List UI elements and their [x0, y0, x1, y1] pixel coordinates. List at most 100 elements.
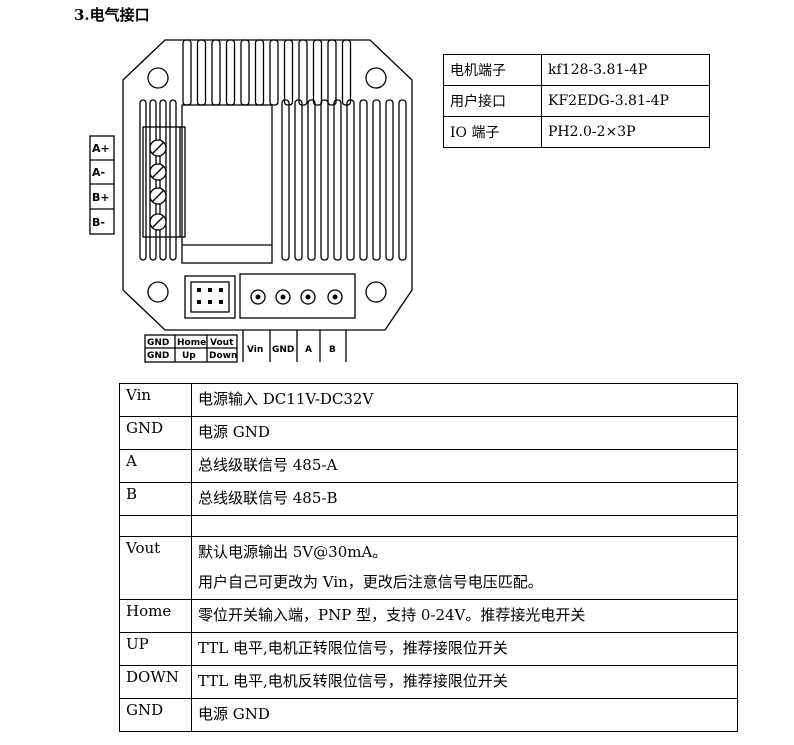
- pin-name: [119, 515, 192, 537]
- user-pin-label: B: [329, 345, 336, 355]
- pin-row: DOWN TTL 电平,电机反转限位信号，推荐接限位开关: [119, 665, 738, 699]
- pin-description-line: TTL 电平,电机反转限位信号，推荐接限位开关: [198, 672, 508, 690]
- io-label: Down: [209, 351, 237, 361]
- spec-value: KF2EDG-3.81-4P: [541, 85, 710, 117]
- io-pin: [197, 288, 201, 292]
- io-pin: [208, 288, 212, 292]
- motor-pin-label: A-: [92, 166, 105, 179]
- heatsink-fin: [341, 39, 352, 106]
- io-label: Up: [182, 351, 196, 361]
- io-label: GND: [147, 351, 169, 361]
- io-pin: [219, 288, 223, 292]
- user-terminal-block: [239, 273, 356, 319]
- pin-row: GND 电源 GND: [119, 416, 738, 450]
- heatsink-fin: [139, 99, 147, 261]
- heatsink-fin: [372, 99, 381, 261]
- pin-description-line: 电源 GND: [198, 423, 270, 441]
- heatsink-fin: [269, 39, 279, 106]
- heatsink-fin: [240, 39, 250, 106]
- heatsink-fin: [346, 99, 355, 261]
- heatsink-core: [181, 104, 273, 264]
- pin-description-line: 总线级联信号 485-B: [198, 489, 338, 507]
- heatsink-fin: [359, 99, 368, 261]
- pin-description: 电源 GND: [191, 416, 738, 450]
- heatsink-fin: [312, 39, 323, 106]
- io-label: Home: [177, 338, 206, 348]
- pin-row: B 总线级联信号 485-B: [119, 482, 738, 516]
- heatsink-fin: [211, 39, 221, 106]
- motor-pin-label: B-: [92, 216, 105, 229]
- mount-hole: [147, 67, 169, 89]
- heatsink-fin: [307, 99, 316, 261]
- pin-description: 总线级联信号 485-B: [191, 482, 738, 516]
- pin-name: B: [119, 482, 192, 516]
- user-pin-label: Vin: [247, 345, 263, 355]
- pin-name: GND: [119, 416, 192, 450]
- pin-name: Home: [119, 599, 192, 633]
- pin-description: TTL 电平,电机反转限位信号，推荐接限位开关: [191, 665, 738, 699]
- pin-description: [191, 515, 738, 537]
- spec-value: kf128-3.81-4P: [541, 54, 710, 86]
- pin-name: DOWN: [119, 665, 192, 699]
- heatsink-fin: [283, 39, 294, 106]
- heatsink-fins-side: [139, 99, 407, 261]
- pin-name: GND: [119, 698, 192, 732]
- io-pin: [197, 300, 201, 304]
- user-terminal-screws: [250, 289, 343, 305]
- io-header-pins: [197, 288, 223, 304]
- mount-hole: [365, 281, 387, 303]
- pin-description-line: 总线级联信号 485-A: [198, 456, 338, 474]
- motor-terminal-block: [142, 126, 186, 238]
- pin-description: 零位开关输入端，PNP 型，支持 0-24V。推荐接光电开关: [191, 599, 738, 633]
- user-pin-label: A: [305, 345, 312, 355]
- user-pin-label: GND: [272, 345, 294, 355]
- pin-description-line: 用户自己可更改为 Vin，更改后注意信号电压匹配。: [198, 573, 543, 591]
- io-pin: [219, 300, 223, 304]
- terminal-screws: [149, 139, 167, 231]
- heatsink-fin: [333, 99, 342, 261]
- pin-description-line: 零位开关输入端，PNP 型，支持 0-24V。推荐接光电开关: [198, 606, 586, 624]
- heatsink-fin: [225, 39, 236, 106]
- heatsink-fins-top: [182, 39, 352, 106]
- pin-row: [119, 515, 738, 537]
- io-header: [184, 275, 236, 319]
- pin-description: 电源 GND: [191, 698, 738, 732]
- motor-pin-label: B+: [92, 191, 110, 204]
- spec-value: PH2.0-2×3P: [541, 116, 710, 148]
- heatsink-fin: [398, 99, 407, 261]
- io-label: Vout: [210, 338, 234, 348]
- pin-row: UP TTL 电平,电机正转限位信号，推荐接限位开关: [119, 632, 738, 666]
- pin-description: TTL 电平,电机正转限位信号，推荐接限位开关: [191, 632, 738, 666]
- heatsink-fin: [298, 39, 308, 106]
- pin-row: Vin 电源输入 DC11V-DC32V: [119, 383, 738, 417]
- pin-description-line: TTL 电平,电机正转限位信号，推荐接限位开关: [198, 639, 508, 657]
- heatsink-fin: [196, 39, 207, 106]
- spec-key: 电机端子: [443, 54, 542, 86]
- heatsink-fin: [169, 99, 177, 261]
- heatsink-fin: [385, 99, 394, 261]
- spec-key: IO 端子: [443, 116, 542, 148]
- pin-name: Vout: [119, 536, 192, 600]
- mount-hole: [365, 67, 387, 89]
- pin-description: 电源输入 DC11V-DC32V: [191, 383, 738, 417]
- pin-name: UP: [119, 632, 192, 666]
- io-pin: [208, 300, 212, 304]
- mount-hole: [147, 281, 169, 303]
- pin-description-line: 默认电源输出 5V@30mA。: [198, 543, 388, 561]
- spec-key: 用户接口: [443, 85, 542, 117]
- heatsink-fin: [254, 39, 265, 106]
- pin-description-line: 电源输入 DC11V-DC32V: [198, 390, 374, 408]
- pin-name: Vin: [119, 383, 192, 417]
- board-diagram: A+ A- B+ B- GND Home Vout GND Up Down Vi…: [89, 39, 413, 363]
- heatsink-fin: [182, 39, 192, 106]
- heatsink-fin: [320, 99, 329, 261]
- pin-description: 默认电源输出 5V@30mA。用户自己可更改为 Vin，更改后注意信号电压匹配。: [191, 536, 738, 600]
- board-outline: [122, 39, 413, 331]
- section-title: 3.电气接口: [74, 6, 150, 24]
